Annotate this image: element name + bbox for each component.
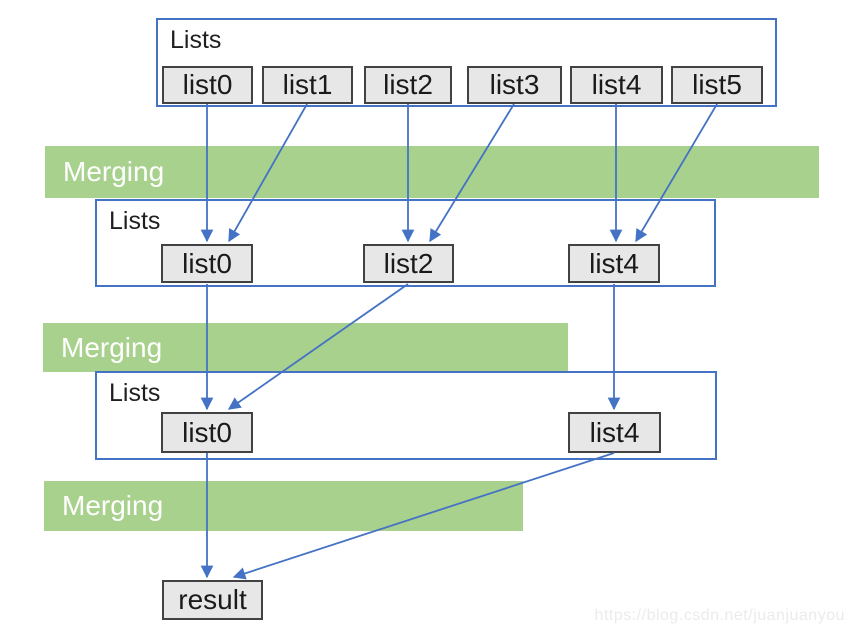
row2-list0-label: list0 bbox=[182, 247, 232, 279]
row1-list3-label: list3 bbox=[489, 69, 540, 100]
row2-list4-box: list4 bbox=[568, 244, 660, 283]
row1-list1-box: list1 bbox=[262, 66, 353, 104]
row1-list4-label: list4 bbox=[591, 69, 642, 100]
row3-list0-label: list0 bbox=[182, 416, 232, 448]
merging-bar-2-label: Merging bbox=[61, 331, 163, 363]
row3-list4-box: list4 bbox=[568, 412, 661, 453]
lists-container-row1-label: Lists bbox=[170, 26, 222, 54]
row1-list2-label: list2 bbox=[383, 69, 433, 100]
lists-container-row3-label: Lists bbox=[109, 379, 161, 407]
row1-list0-box: list0 bbox=[162, 66, 253, 104]
row1-list5-label: list5 bbox=[692, 69, 742, 100]
row1-list5-box: list5 bbox=[671, 66, 763, 104]
row2-list2-label: list2 bbox=[383, 247, 434, 279]
watermark-text: https://blog.csdn.net/juanjuanyou bbox=[594, 607, 845, 624]
merging-bar-3-label: Merging bbox=[62, 490, 164, 521]
row2-list0-box: list0 bbox=[161, 244, 253, 283]
row1-list0-label: list0 bbox=[182, 69, 233, 100]
row3-list4-label: list4 bbox=[589, 416, 640, 448]
row1-list1-label: list1 bbox=[282, 69, 333, 100]
result-label: result bbox=[178, 584, 247, 615]
lists-container-row2-label: Lists bbox=[109, 207, 161, 235]
row1-list3-box: list3 bbox=[467, 66, 562, 104]
row2-list4-label: list4 bbox=[589, 247, 639, 279]
row1-list4-box: list4 bbox=[570, 66, 663, 104]
merging-bar-2: Merging bbox=[43, 323, 568, 372]
result-box: result bbox=[162, 580, 263, 620]
row2-list2-box: list2 bbox=[363, 244, 454, 283]
merging-bar-1-label: Merging bbox=[63, 156, 165, 187]
row1-list2-box: list2 bbox=[364, 66, 452, 104]
merging-bar-3: Merging bbox=[44, 481, 523, 531]
merging-bar-1: Merging bbox=[45, 146, 819, 198]
row3-list0-box: list0 bbox=[161, 412, 253, 453]
